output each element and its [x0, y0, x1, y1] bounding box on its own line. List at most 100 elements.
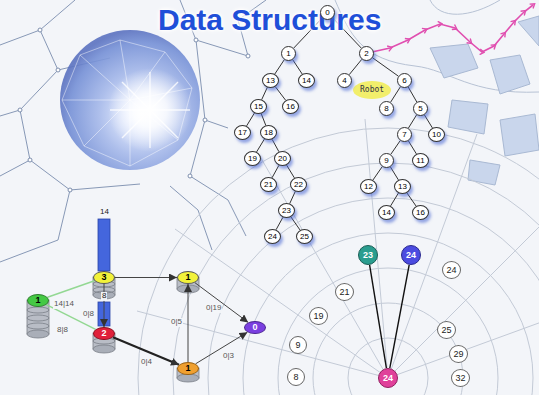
node-number: 21: [339, 288, 349, 297]
polar-node: 9: [289, 336, 307, 354]
tree-node: 8: [379, 101, 394, 116]
graph-vertex: 1: [27, 294, 49, 307]
edge-weight: 0|4: [140, 358, 153, 367]
graph-vertex: 1: [177, 362, 199, 375]
node-number: 10: [432, 131, 441, 139]
tree-node: 14: [298, 73, 315, 88]
node-number: 19: [248, 155, 257, 163]
edge-weight: 14|14: [53, 300, 75, 309]
connector: [390, 265, 409, 368]
connector: [408, 141, 416, 154]
connector: [275, 87, 285, 101]
graph-vertex: 2: [93, 327, 115, 340]
node-number: 4: [342, 77, 346, 85]
node-number: 1: [185, 364, 190, 373]
connector: [408, 87, 417, 102]
voronoi-lines: [0, 0, 266, 262]
tree-node: 13: [262, 73, 279, 88]
connector: [188, 284, 189, 362]
node-number: 25: [300, 233, 309, 241]
tree-node: 9: [379, 153, 394, 168]
polar-node: 19: [309, 307, 328, 325]
connector: [370, 265, 387, 368]
node-number: 9: [384, 157, 388, 165]
node-number: 13: [266, 77, 275, 85]
node-number: 20: [278, 155, 287, 163]
polar-node: 21: [335, 283, 354, 301]
connector: [373, 58, 399, 76]
tree-node: 12: [360, 179, 377, 194]
connector: [272, 139, 279, 151]
node-number: 0: [252, 323, 257, 332]
edge-weight: 0|5: [170, 318, 183, 327]
connector: [391, 193, 399, 206]
title: Data Structures: [158, 3, 381, 36]
tree-node: 24: [264, 229, 281, 244]
tree-node: 19: [244, 151, 261, 166]
node-number: 29: [453, 350, 463, 359]
node-number: 24: [383, 374, 393, 383]
connector: [390, 167, 398, 180]
connector: [257, 139, 265, 152]
connector: [349, 59, 362, 74]
connector: [247, 113, 255, 126]
edge-weight: 0|8: [82, 310, 95, 319]
node-number: 19: [313, 312, 323, 321]
node-number: 7: [402, 131, 406, 139]
connector: [115, 277, 177, 278]
tree-node: 2: [359, 46, 374, 61]
node-number: 6: [402, 77, 406, 85]
polar-node: 32: [451, 369, 470, 387]
tree-node: 16: [412, 205, 429, 220]
connector: [276, 217, 283, 229]
node-number: 2: [101, 329, 106, 338]
tree-node: 1: [281, 46, 296, 61]
node-number: 24: [446, 266, 456, 275]
connector: [287, 165, 295, 178]
connector: [291, 217, 300, 230]
edge-weight: 0|3: [222, 352, 235, 361]
node-number: 23: [363, 251, 373, 260]
node-number: 8: [293, 373, 298, 382]
node-number: 9: [295, 341, 300, 350]
node-number: 5: [418, 105, 422, 113]
node-number: 11: [416, 157, 424, 165]
connector: [261, 114, 266, 126]
tree-node: 16: [282, 99, 299, 114]
graph-vertex: 1: [177, 271, 199, 284]
node-number: 16: [416, 209, 425, 217]
tree-node: 14: [378, 205, 395, 220]
tree-node: 7: [397, 127, 412, 142]
tree-node: 23: [278, 203, 295, 218]
node-number: 2: [364, 50, 368, 58]
node-number: 15: [254, 103, 263, 111]
node-number: 1: [35, 296, 40, 305]
tree-node: 11: [412, 153, 429, 168]
node-number: 12: [364, 183, 373, 191]
polar-grid: [137, 119, 539, 395]
bar-value: 8: [101, 292, 107, 301]
connector: [424, 115, 432, 128]
graph-vertex: 3: [93, 271, 115, 284]
connector: [290, 191, 296, 203]
node-number: 24: [268, 233, 277, 241]
node-number: 18: [264, 129, 273, 137]
node-number: 17: [238, 129, 247, 137]
graph-vertex: 0: [244, 321, 266, 334]
tree-node: 21: [260, 177, 277, 192]
tree-node: 20: [274, 151, 291, 166]
polar-node: 25: [437, 321, 456, 339]
node-number: 32: [455, 374, 465, 383]
edge-weight: 0|19: [205, 304, 222, 313]
connector: [275, 60, 285, 74]
node-number: 14: [382, 209, 391, 217]
voronoi-dots: [18, 28, 250, 192]
polar-node: 24: [378, 368, 398, 388]
node-number: 13: [398, 183, 407, 191]
node-number: 14: [302, 77, 311, 85]
glowing-sphere: [60, 30, 200, 170]
connector: [195, 283, 248, 323]
connector: [373, 167, 382, 180]
